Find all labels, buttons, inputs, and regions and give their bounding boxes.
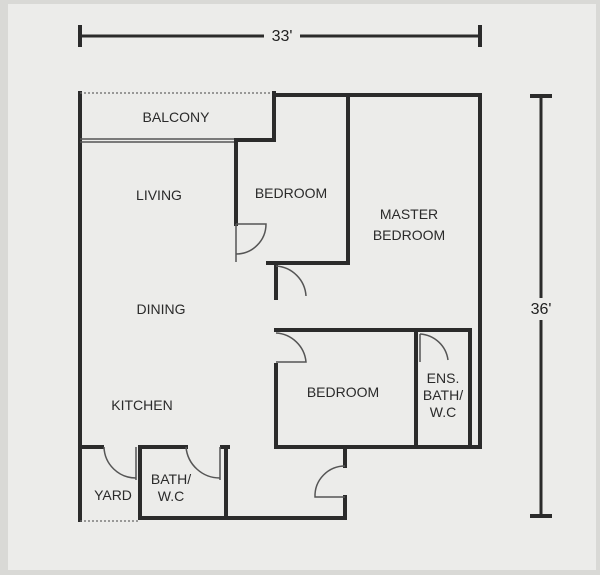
height-label: 36' <box>531 301 552 318</box>
room-label-bath-line1: BATH/ <box>151 471 191 487</box>
room-label-ens-line1: ENS. <box>427 370 460 386</box>
room-label-yard: YARD <box>94 487 132 503</box>
paper-sheet <box>8 4 596 570</box>
width-label: 33' <box>272 28 293 45</box>
room-label-ens-line3: W.C <box>430 404 456 420</box>
width-dimension: 33' <box>78 24 482 47</box>
walls <box>78 91 482 522</box>
room-label-bath-line2: W.C <box>158 488 184 504</box>
room-label-balcony: BALCONY <box>143 109 211 125</box>
room-label-bedroom-2: BEDROOM <box>307 384 379 400</box>
room-label-master-line1: MASTER <box>380 206 438 222</box>
doors <box>103 223 449 498</box>
room-label-bedroom-1: BEDROOM <box>255 185 327 201</box>
room-label-living: LIVING <box>136 187 182 203</box>
height-dimension: 36' <box>526 94 556 518</box>
room-label-kitchen: KITCHEN <box>111 397 172 413</box>
room-label-dining: DINING <box>137 301 186 317</box>
room-label-ens-line2: BATH/ <box>423 387 463 403</box>
room-label-master-line2: BEDROOM <box>373 227 445 243</box>
